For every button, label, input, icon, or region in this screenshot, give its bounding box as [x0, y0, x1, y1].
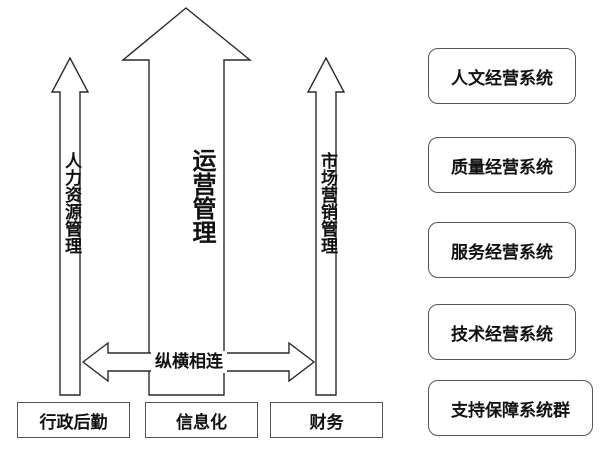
hr-arrow [50, 56, 90, 396]
system-box-humanities: 人文经营系统 [428, 48, 576, 104]
bottom-box-finance: 财务 [270, 402, 383, 438]
marketing-arrow-label: 市场营销管理 [317, 152, 337, 254]
marketing-arrow [306, 56, 346, 396]
bottom-box-admin: 行政后勤 [17, 402, 130, 438]
system-box-service: 服务经营系统 [428, 222, 576, 278]
system-box-technology: 技术经营系统 [428, 304, 576, 360]
system-box-quality: 质量经营系统 [428, 137, 576, 193]
operations-arrow-label: 运营管理 [188, 148, 216, 244]
operations-arrow [121, 7, 252, 396]
bottom-box-it: 信息化 [145, 402, 258, 438]
connector-label: 纵横相连 [151, 351, 227, 373]
hr-arrow-label: 人力资源管理 [61, 152, 81, 254]
system-box-support: 支持保障系统群 [428, 380, 593, 436]
